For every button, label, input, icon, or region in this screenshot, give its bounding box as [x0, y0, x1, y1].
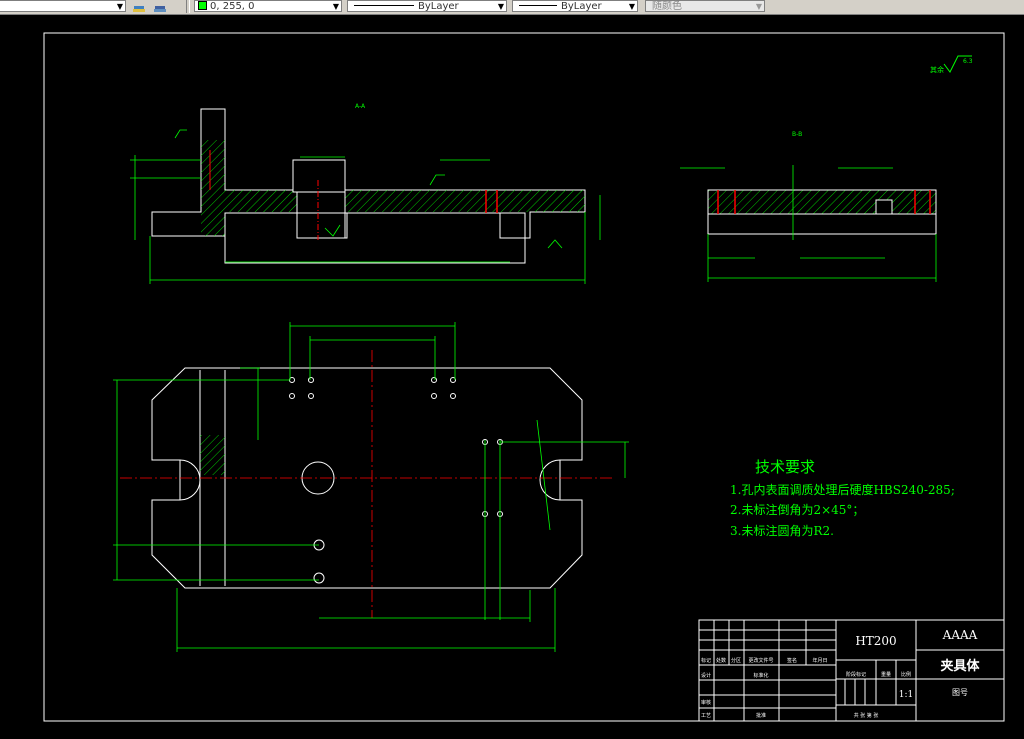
roughness-note: 其余: [930, 65, 944, 74]
stage-label: 阶段标记: [846, 671, 866, 678]
header-label-2: 分区: [731, 657, 741, 664]
properties-toolbar: ▼ 0, 255, 0 ▼ ByLayer ▼ ByLayer ▼ 随颜色 ▼: [0, 0, 1024, 15]
plan-view: [113, 322, 629, 652]
title-block: [698, 619, 1005, 722]
section-label-a: A-A: [355, 103, 366, 110]
color-dropdown[interactable]: 0, 255, 0 ▼: [194, 0, 342, 12]
plotstyle-value: 随颜色: [652, 1, 682, 12]
header-label-3: 更改文件号: [748, 657, 773, 664]
scale-text: 1:1: [899, 690, 913, 700]
section-b-b-view: B-B: [680, 131, 937, 282]
header-label-0: 标记: [701, 657, 711, 664]
chevron-down-icon: ▼: [116, 2, 123, 11]
designer-label: 设计: [701, 672, 711, 679]
sheet-label: 共 张 第 张: [854, 712, 879, 719]
chevron-down-icon: ▼: [332, 2, 339, 11]
lineweight-sample-icon: [519, 5, 557, 6]
weight-label: 重量: [881, 671, 891, 678]
process-label: 工艺: [701, 713, 711, 719]
drawing-frame: [43, 32, 1005, 722]
drawing-canvas[interactable]: 其余 6.3 A-A: [0, 14, 1024, 739]
drawing-no-label: 图号: [952, 688, 968, 697]
approve-label: 批准: [756, 712, 766, 719]
header-label-5: 年月日: [812, 657, 827, 664]
lineweight-dropdown[interactable]: ByLayer ▼: [512, 0, 638, 12]
material-text: HT200: [855, 634, 896, 648]
toolbar-separator: [186, 0, 190, 13]
chevron-down-icon: ▼: [755, 2, 762, 11]
review-label: 审核: [701, 699, 711, 706]
chevron-down-icon: ▼: [628, 2, 635, 11]
color-swatch-icon: [198, 1, 207, 10]
color-value: 0, 255, 0: [210, 1, 255, 12]
section-a-a-view: A-A: [130, 103, 601, 284]
linetype-sample-icon: [354, 5, 414, 6]
company-text: AAAA: [942, 628, 978, 642]
tech-item-1: 1.孔内表面调质处理后硬度HBS240-285;: [730, 482, 955, 497]
title-block-text: HT200 AAAA 夹具体 1:1 图号 阶段标记 重量 比例 共 张 第 张…: [701, 628, 981, 719]
tech-item-3: 3.未标注圆角为R2.: [730, 523, 834, 538]
layer-match-icon[interactable]: [132, 0, 146, 12]
tech-title: 技术要求: [755, 458, 815, 476]
part-name-text: 夹具体: [940, 658, 980, 674]
plotstyle-dropdown[interactable]: 随颜色 ▼: [645, 0, 765, 12]
linetype-value: ByLayer: [418, 1, 459, 12]
svg-text:6.3: 6.3: [963, 58, 973, 65]
chevron-down-icon: ▼: [497, 2, 504, 11]
header-label-1: 处数: [716, 657, 726, 664]
standard-label: 标准化: [753, 672, 768, 679]
layer-dropdown-tail[interactable]: ▼: [0, 0, 126, 12]
layer-previous-icon[interactable]: [153, 0, 167, 12]
tech-item-2: 2.未标注倒角为2×45°；: [730, 502, 864, 517]
roughness-symbol: 其余 6.3: [930, 55, 973, 74]
header-label-4: 签名: [787, 657, 797, 664]
linetype-dropdown[interactable]: ByLayer ▼: [347, 0, 507, 12]
technical-requirements: 技术要求 1.孔内表面调质处理后硬度HBS240-285; 2.未标注倒角为2×…: [730, 458, 955, 538]
scale-label: 比例: [901, 671, 911, 678]
section-label-b: B-B: [792, 131, 802, 138]
lineweight-value: ByLayer: [561, 1, 602, 12]
